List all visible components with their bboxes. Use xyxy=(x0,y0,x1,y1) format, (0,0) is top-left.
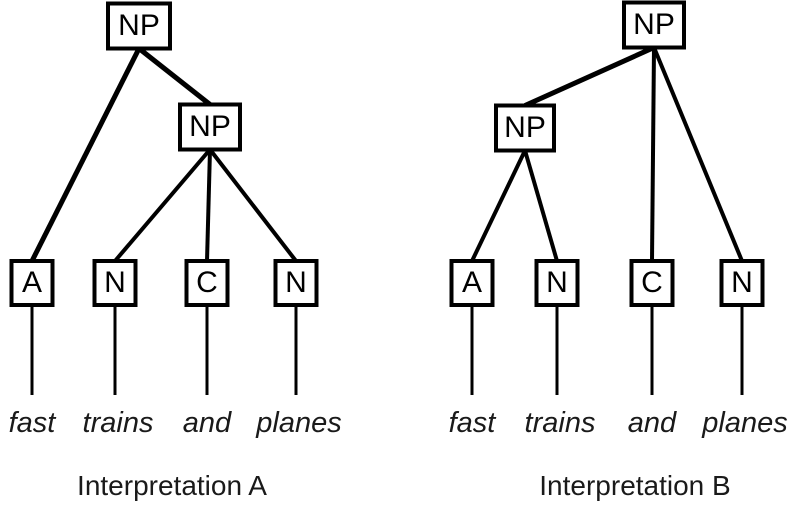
node-box-b-pos-c xyxy=(629,259,675,307)
node-box-a-pos-n2 xyxy=(273,259,319,307)
tree-nodes: NP NP A N C N xyxy=(9,1,319,307)
node-box-a-pos-c xyxy=(184,259,230,307)
tree-edges xyxy=(29,46,298,263)
tree-edges xyxy=(470,45,744,262)
node-label-a-pos-a: A xyxy=(22,266,42,299)
node-a-pos-c[interactable]: C xyxy=(184,259,230,307)
node-label-b-np-root: NP xyxy=(633,8,675,41)
node-label-b-pos-n1: N xyxy=(546,266,568,299)
edge-a-np-inner-to-a-pos-c xyxy=(205,149,212,262)
node-a-pos-n1[interactable]: N xyxy=(92,259,138,307)
node-b-pos-c[interactable]: C xyxy=(629,259,675,307)
node-box-a-np-root xyxy=(106,1,172,51)
edge-a-np-inner-to-a-pos-n1 xyxy=(113,148,212,263)
node-label-b-pos-a: A xyxy=(462,266,482,299)
edge-b-np-root-to-b-np-inner xyxy=(523,45,656,108)
node-box-b-pos-n1 xyxy=(534,259,580,307)
edge-a-np-inner-to-a-pos-n2 xyxy=(208,148,298,263)
word-b-word-fast: fast xyxy=(449,407,498,439)
word-a-word-trains: trains xyxy=(83,407,154,439)
word-stems xyxy=(470,305,744,395)
node-a-pos-n2[interactable]: N xyxy=(273,259,319,307)
node-b-pos-a[interactable]: A xyxy=(449,259,495,307)
word-b-word-and: and xyxy=(628,407,677,439)
edge-b-np-inner-to-b-pos-a xyxy=(470,149,527,262)
node-b-np-root[interactable]: NP xyxy=(622,0,686,50)
node-label-a-np-inner: NP xyxy=(189,110,231,143)
node-box-a-pos-a xyxy=(9,259,55,307)
node-box-b-np-root xyxy=(622,0,686,50)
node-box-a-np-inner xyxy=(178,102,242,152)
node-box-b-pos-n2 xyxy=(719,259,765,307)
caption-interpretation-a: Interpretation A xyxy=(77,470,267,501)
word-a-word-fast: fast xyxy=(9,407,58,439)
node-label-b-pos-c: C xyxy=(641,266,663,299)
word-labels: fast trains and planes xyxy=(449,407,788,439)
node-b-pos-n1[interactable]: N xyxy=(534,259,580,307)
node-label-a-pos-n2: N xyxy=(285,266,307,299)
node-box-a-pos-n1 xyxy=(92,259,138,307)
tree-nodes: NP NP A N C N xyxy=(449,0,765,307)
word-stems xyxy=(30,305,298,395)
caption-interpretation-b: Interpretation B xyxy=(539,470,730,501)
node-box-b-pos-a xyxy=(449,259,495,307)
node-a-np-inner[interactable]: NP xyxy=(178,102,242,152)
node-label-b-pos-n2: N xyxy=(731,266,753,299)
edge-a-np-root-to-a-np-inner xyxy=(137,46,212,107)
node-a-np-root[interactable]: NP xyxy=(106,1,172,51)
edge-a-np-root-to-a-pos-a xyxy=(29,47,142,263)
node-label-a-pos-n1: N xyxy=(104,266,126,299)
node-a-pos-a[interactable]: A xyxy=(9,259,55,307)
edge-b-np-inner-to-b-pos-n1 xyxy=(523,149,559,262)
edge-b-np-root-to-b-pos-c xyxy=(650,47,656,262)
word-labels: fast trains and planes xyxy=(9,407,342,439)
word-b-word-planes: planes xyxy=(701,407,787,439)
node-b-pos-n2[interactable]: N xyxy=(719,259,765,307)
word-a-word-and: and xyxy=(183,407,232,439)
node-label-b-np-inner: NP xyxy=(504,111,546,144)
node-label-a-pos-c: C xyxy=(196,266,218,299)
node-b-np-inner[interactable]: NP xyxy=(494,103,556,153)
word-b-word-trains: trains xyxy=(525,407,596,439)
node-label-a-np-root: NP xyxy=(118,9,160,42)
edge-b-np-root-to-b-pos-n2 xyxy=(652,46,744,262)
node-box-b-np-inner xyxy=(494,103,556,153)
word-a-word-planes: planes xyxy=(255,407,341,439)
